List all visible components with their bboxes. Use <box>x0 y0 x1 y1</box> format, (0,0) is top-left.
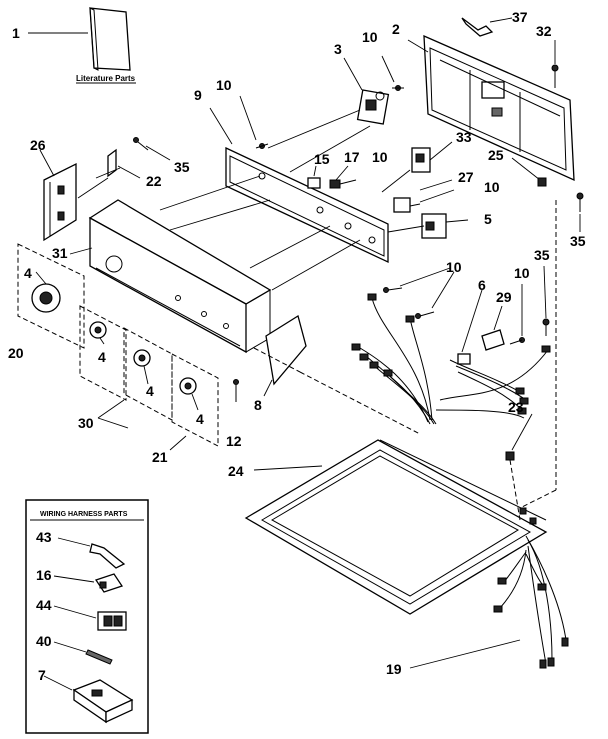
callout-25: 25 <box>488 147 504 163</box>
knob-group-30b <box>123 327 173 421</box>
knob-group-21 <box>171 353 219 447</box>
callout-10-harness-right: 10 <box>514 265 530 281</box>
callout-10-top: 10 <box>362 29 378 45</box>
console-panel-part-31 <box>69 199 272 354</box>
clip-part-25 <box>537 177 547 187</box>
callout-27: 27 <box>458 169 474 185</box>
timer-part-3 <box>343 55 404 125</box>
literature-parts-booklet: Literature Parts <box>28 7 136 84</box>
wiring-harness-part-6 <box>351 289 551 425</box>
connector-part-5 <box>421 213 469 239</box>
callout-24: 24 <box>228 463 244 479</box>
callout-17: 17 <box>344 149 360 165</box>
callout-10-switch: 10 <box>372 149 388 165</box>
callout-30: 30 <box>78 415 94 431</box>
callout-9: 9 <box>194 87 202 103</box>
clip-part-22 <box>107 148 141 179</box>
control-bracket-part-9 <box>209 95 389 264</box>
callout-3: 3 <box>334 41 342 57</box>
callout-16: 16 <box>36 567 52 583</box>
callout-4-c: 4 <box>146 383 154 399</box>
callout-7: 7 <box>38 667 46 683</box>
callout-35-harness: 35 <box>534 247 550 263</box>
callout-12: 12 <box>226 433 242 449</box>
harness-screws <box>383 265 550 345</box>
callout-20: 20 <box>8 345 24 361</box>
harness-leads-part-19 <box>409 535 569 669</box>
callout-4-d: 4 <box>196 411 204 427</box>
callout-31: 31 <box>52 245 68 261</box>
clip-part-23 <box>505 413 533 461</box>
callout-43: 43 <box>36 529 52 545</box>
literature-label: Literature Parts <box>76 74 136 83</box>
switch-part-15-17 <box>307 165 357 189</box>
callout-26: 26 <box>30 137 46 153</box>
callout-22: 22 <box>146 173 162 189</box>
screw-part-35-right <box>576 192 584 232</box>
tube-part-40 <box>53 641 113 665</box>
top-panel-part-24 <box>244 200 557 615</box>
screw-part-12 <box>233 379 239 402</box>
connector-part-16 <box>53 573 124 593</box>
callout-32: 32 <box>536 23 552 39</box>
callout-23: 23 <box>508 399 524 415</box>
callout-35-left: 35 <box>174 159 190 175</box>
switch-part-33 <box>411 141 453 173</box>
end-cap-part-26 <box>39 149 77 242</box>
screw-part-32 <box>551 40 559 88</box>
knob-group-20 <box>17 243 85 349</box>
callout-2: 2 <box>392 21 400 37</box>
screw-part-35-left <box>133 137 171 161</box>
backsplash-rear-panel <box>407 34 575 182</box>
callout-15: 15 <box>314 151 330 167</box>
callout-labels: 1 2 3 10 37 32 9 10 26 35 22 15 17 10 33… <box>8 9 586 683</box>
callout-21: 21 <box>152 449 168 465</box>
block-part-7 <box>43 675 134 724</box>
wiring-box-title: WIRING HARNESS PARTS <box>40 511 128 518</box>
connector-part-29 <box>481 305 505 351</box>
switch-part-27 <box>393 179 455 213</box>
callout-5: 5 <box>484 211 492 227</box>
callout-19: 19 <box>386 661 402 677</box>
side-panel-part-8 <box>263 314 307 397</box>
callout-10-bracket: 10 <box>216 77 232 93</box>
callout-35-right: 35 <box>570 233 586 249</box>
callout-37: 37 <box>512 9 528 25</box>
connector-part-44 <box>53 605 127 631</box>
callout-33: 33 <box>456 129 472 145</box>
callout-8: 8 <box>254 397 262 413</box>
callout-4-b: 4 <box>98 349 106 365</box>
callout-44: 44 <box>36 597 52 613</box>
callout-40: 40 <box>36 633 52 649</box>
callout-6: 6 <box>478 277 486 293</box>
knob-group-30a <box>79 305 127 401</box>
terminal-part-43 <box>57 537 126 569</box>
callout-4-a: 4 <box>24 265 32 281</box>
callout-29: 29 <box>496 289 512 305</box>
callout-10-harness: 10 <box>446 259 462 275</box>
callout-1: 1 <box>12 25 20 41</box>
wiring-harness-parts-box: WIRING HARNESS PARTS <box>25 499 149 734</box>
clip-part-37 <box>461 17 513 37</box>
callout-10-27: 10 <box>484 179 500 195</box>
